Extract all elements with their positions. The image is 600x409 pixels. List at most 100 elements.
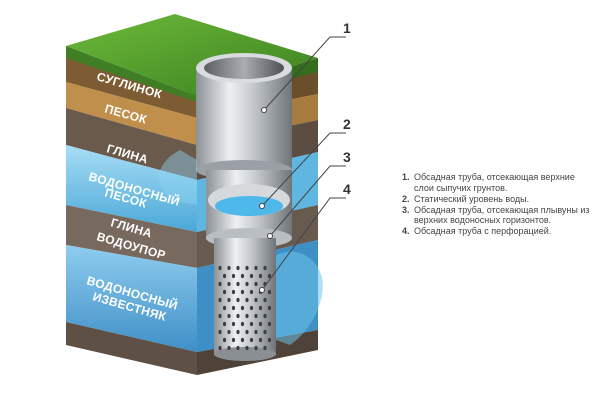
perforation-hole bbox=[222, 337, 227, 343]
casing-pipe-2 bbox=[206, 170, 292, 248]
perforation-hole bbox=[249, 337, 254, 343]
legend-item-number: 3. bbox=[402, 204, 410, 215]
perforation-hole bbox=[231, 321, 236, 327]
legend-item-number: 2. bbox=[402, 193, 410, 204]
callout-number-2: 2 bbox=[343, 116, 351, 132]
perforation-hole bbox=[218, 313, 222, 319]
perforation-hole bbox=[263, 313, 267, 319]
callout-number-1: 1 bbox=[343, 20, 351, 36]
perforation-hole bbox=[218, 281, 222, 287]
leader-3 bbox=[269, 165, 346, 237]
perforation-hole bbox=[227, 345, 231, 351]
casing-pipe-1 bbox=[196, 53, 292, 180]
perforation-hole bbox=[245, 297, 249, 303]
perforation-hole bbox=[263, 345, 267, 351]
perforation-hole bbox=[263, 329, 267, 335]
perforation-hole bbox=[236, 345, 240, 351]
legend-item-text: Статический уровень воды. bbox=[414, 193, 530, 204]
perforation-hole bbox=[231, 273, 236, 279]
layer-bedrock bbox=[66, 322, 197, 375]
perforation-hole bbox=[222, 289, 227, 295]
perforation-hole bbox=[236, 313, 240, 319]
perforation-hole bbox=[231, 337, 236, 343]
perforation-hole bbox=[227, 297, 231, 303]
perforation-hole bbox=[240, 289, 245, 295]
perforation-hole bbox=[222, 273, 227, 279]
perforation-hole bbox=[267, 273, 272, 279]
perforation-hole bbox=[254, 281, 258, 287]
perforation-hole bbox=[240, 321, 245, 327]
legend-list: 1. Обсадная труба, отсекающая верхние сл… bbox=[402, 172, 592, 237]
perforation-hole bbox=[245, 329, 249, 335]
soil-block-left-face bbox=[66, 58, 197, 375]
legend-item-text: Обсадная труба, отсекающая верхние слои … bbox=[414, 172, 575, 193]
perforation-hole bbox=[218, 345, 222, 351]
layer-aquifer-limestone bbox=[66, 245, 197, 352]
perforation-hole bbox=[249, 305, 254, 311]
leader-1 bbox=[263, 36, 346, 111]
perforation-hole bbox=[254, 265, 258, 271]
legend-item-text: Обсадная труба с перфорацией. bbox=[414, 226, 552, 236]
perforation-hole bbox=[267, 305, 272, 311]
perforation-hole bbox=[254, 345, 258, 351]
perforation-hole bbox=[218, 265, 222, 271]
legend-item-number: 1. bbox=[402, 172, 410, 182]
perforation-hole bbox=[231, 289, 236, 295]
perforation-hole bbox=[245, 281, 249, 287]
legend-item-4: 4. Обсадная труба с перфорацией. bbox=[402, 226, 592, 237]
perforation-hole bbox=[236, 329, 240, 335]
legend-item-text: Обсадная труба, отсекающая плывуны из ве… bbox=[414, 204, 590, 226]
perforation-hole bbox=[249, 321, 254, 327]
perforation-hole bbox=[227, 329, 231, 335]
perforation-hole bbox=[218, 297, 222, 303]
perforation-hole bbox=[245, 265, 249, 271]
perforation-hole bbox=[254, 329, 258, 335]
perforation-hole bbox=[249, 273, 254, 279]
perforation-hole bbox=[254, 313, 258, 319]
perforation-hole bbox=[263, 265, 267, 271]
perforation-hole bbox=[258, 273, 263, 279]
perforation-hole bbox=[222, 305, 227, 311]
callout-number-3: 3 bbox=[343, 149, 351, 165]
casing-pipe-perforated bbox=[214, 238, 276, 361]
perforation-hole bbox=[258, 337, 263, 343]
perforation-hole bbox=[231, 305, 236, 311]
callout-dots bbox=[259, 107, 273, 293]
layer-aquifer-sand bbox=[66, 145, 197, 232]
perforation-hole bbox=[240, 337, 245, 343]
callout-number-4: 4 bbox=[343, 181, 351, 197]
legend-item-number: 4. bbox=[402, 226, 410, 236]
perforation-hole bbox=[245, 345, 249, 351]
perforation-hole bbox=[236, 265, 240, 271]
perforation-hole bbox=[249, 289, 254, 295]
perforation-hole bbox=[245, 313, 249, 319]
perforation-hole bbox=[218, 329, 222, 335]
leader-2 bbox=[261, 132, 346, 207]
perforation-hole bbox=[240, 305, 245, 311]
layer-clay bbox=[66, 108, 197, 180]
layer-clay-aquitard bbox=[66, 205, 197, 268]
legend-item-1: 1. Обсадная труба, отсекающая верхние сл… bbox=[402, 172, 592, 193]
layer-loam bbox=[66, 58, 197, 118]
perforation-hole bbox=[222, 321, 227, 327]
perforation-holes bbox=[218, 265, 272, 351]
perforation-hole bbox=[258, 321, 263, 327]
perforation-hole bbox=[254, 297, 258, 303]
perforation-hole bbox=[240, 273, 245, 279]
perforation-hole bbox=[227, 313, 231, 319]
perforation-hole bbox=[236, 297, 240, 303]
legend-item-2: 2. Статический уровень воды. bbox=[402, 194, 592, 205]
legend-item-3: 3. Обсадная труба, отсекающая плывуны из… bbox=[402, 205, 592, 226]
perforation-hole bbox=[227, 265, 231, 271]
perforation-hole bbox=[236, 281, 240, 287]
layer-sand bbox=[66, 82, 197, 145]
perforation-hole bbox=[263, 297, 267, 303]
perforation-hole bbox=[267, 289, 272, 295]
perforation-hole bbox=[258, 305, 263, 311]
static-water-level bbox=[215, 196, 283, 216]
perforation-hole bbox=[227, 281, 231, 287]
perforation-hole bbox=[267, 337, 272, 343]
callout-leaders bbox=[261, 36, 346, 291]
leader-4 bbox=[261, 197, 346, 291]
